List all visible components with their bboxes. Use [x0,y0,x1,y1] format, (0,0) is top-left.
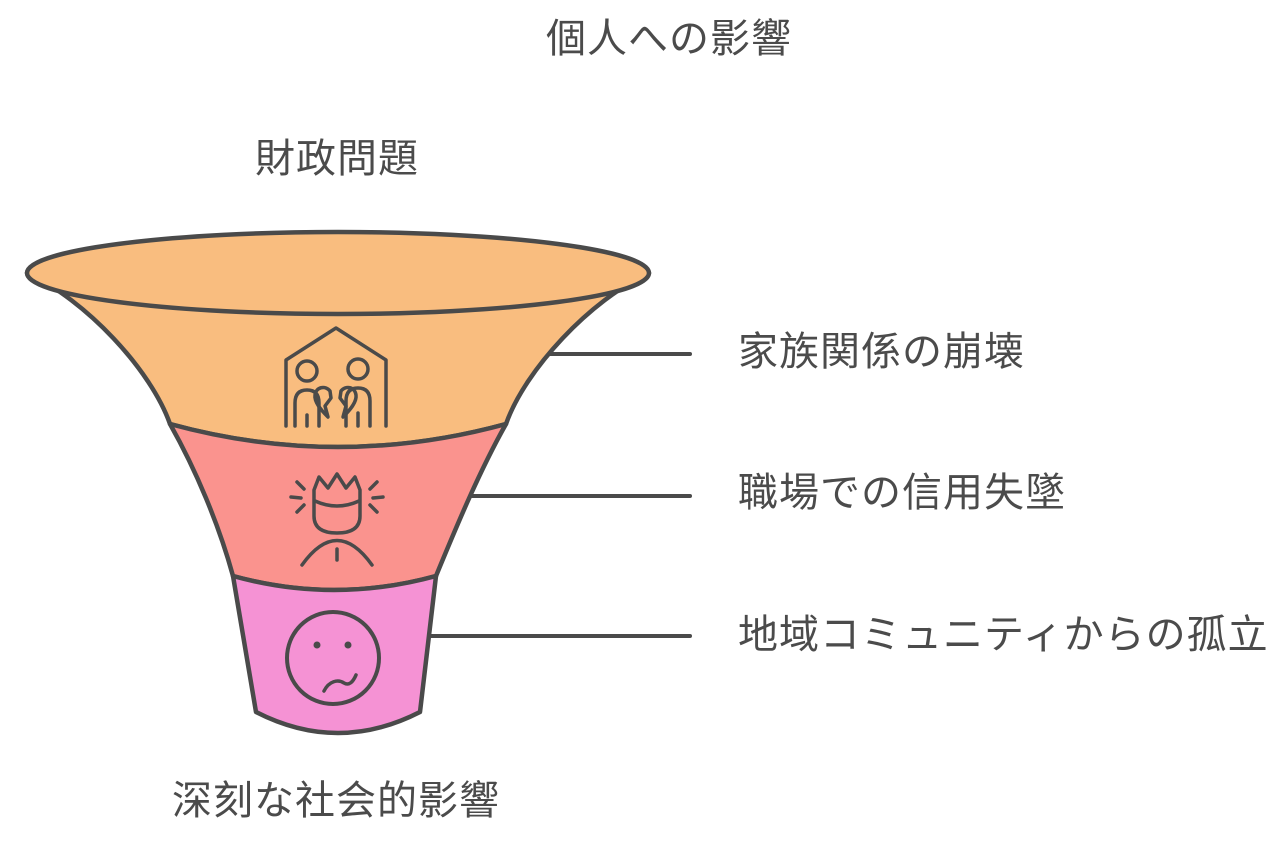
page-title: 個人への影響 [546,16,792,62]
angry-person-icon [289,472,385,567]
funnel-rim [24,229,652,317]
sad-face-icon [285,610,381,706]
person-right-body [344,386,372,428]
sad-face-outline [285,610,381,706]
stage-label-family: 家族関係の崩壊 [738,329,1025,375]
stress-marks-right [368,480,385,514]
person-left-head [295,359,319,383]
angry-brow [313,499,361,508]
sad-face-mouth [322,673,358,693]
angry-shoulders [300,538,374,567]
broken-heart-right [338,385,358,419]
stage-label-community: 地域コミュニティからの孤立 [738,612,1269,658]
sad-face-eye-right [344,641,352,649]
leader-lines [408,352,692,638]
stress-marks-left [289,480,306,514]
funnel-bottom-segment [230,573,439,736]
angry-head [312,472,362,535]
house-outline [284,326,388,428]
person-right-head [346,357,370,381]
broken-family-house-icon [284,326,388,428]
stage-label-workplace: 職場での信用失墜 [738,470,1066,516]
broken-heart-left [313,385,333,419]
sad-face-eye-left [313,641,321,649]
funnel-output-label: 深刻な社会的影響 [172,778,500,824]
funnel-input-label: 財政問題 [255,136,419,182]
person-left-body [293,388,321,428]
